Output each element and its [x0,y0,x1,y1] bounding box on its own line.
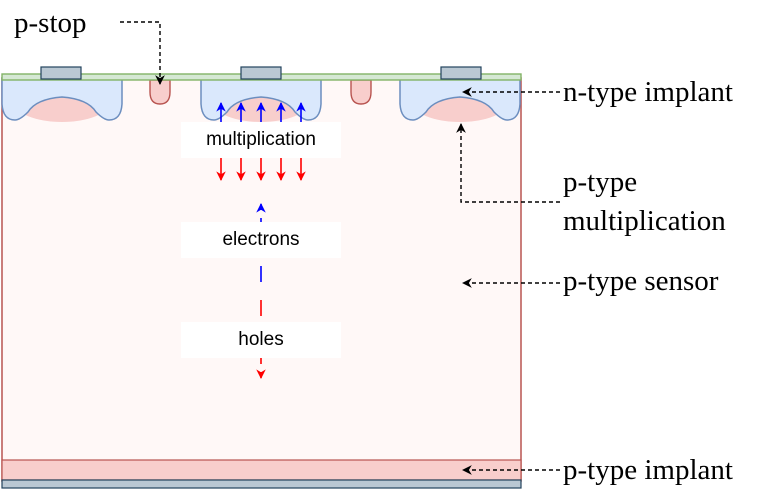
multiplication-label: multiplication [181,122,341,158]
contact-pad-right [440,66,482,80]
n-type-implant-left [1,77,123,121]
p-type-implant-annotation: p-type implant [563,454,733,486]
holes-label: holes [181,322,341,358]
n-type-implant-annotation: n-type implant [563,76,733,108]
contact-pad-left [40,66,82,80]
p-type-multiplication-leader [456,123,560,203]
p-stop-left [149,79,171,105]
contact-pad-center [240,66,282,80]
p-type-sensor-annotation: p-type sensor [563,265,719,297]
p-stop-right [350,79,372,105]
p-type-multiplication-annotation-line1: p-type [563,166,638,198]
n-type-implant-right [399,77,521,121]
p-type-implant-layer [1,459,522,481]
p-stop-annotation: p-stop [14,7,87,39]
n-type-implant-center [200,77,322,121]
bottom-contact [1,479,522,489]
electrons-label: electrons [181,222,341,258]
p-type-multiplication-annotation-line2: multiplication [563,205,726,237]
